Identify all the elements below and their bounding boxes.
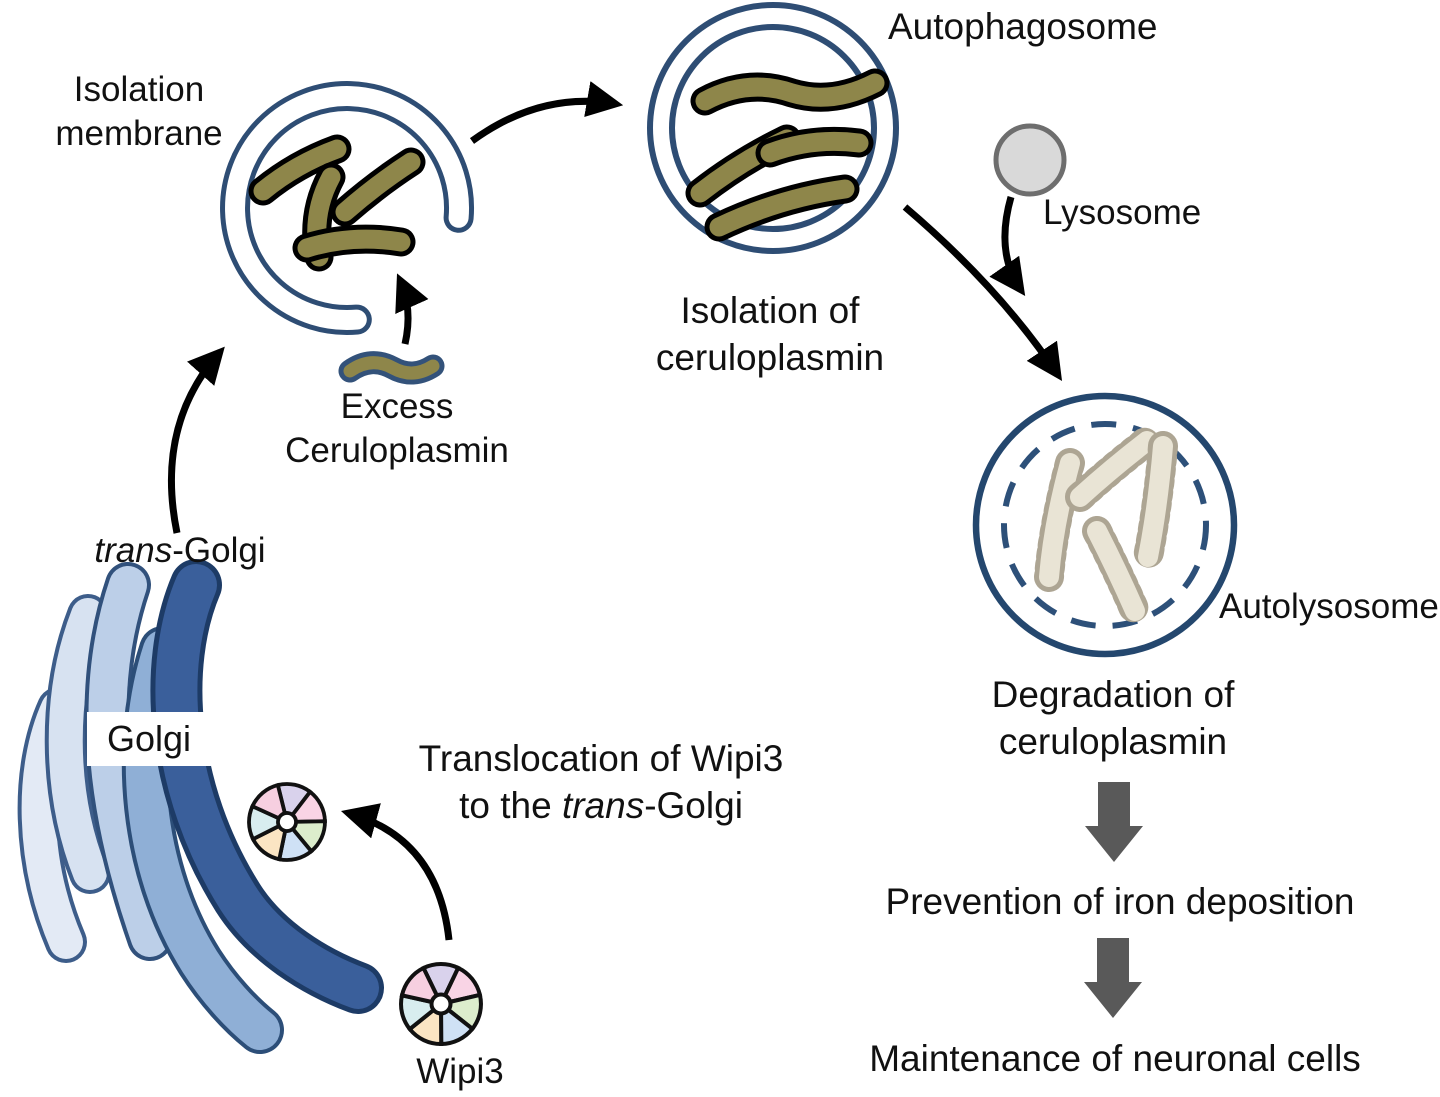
ceruloplasmin-rods-membrane (248, 134, 426, 272)
wipi3-protein-cytosol (399, 961, 483, 1047)
arrow-excess-ceruloplasmin-up (395, 273, 429, 345)
wipi3-protein-at-golgi (240, 775, 334, 869)
excess-ceruloplasmin-rod (338, 351, 445, 385)
trans-golgi-label: trans-Golgi (94, 531, 266, 570)
degradation-of-ceruloplasmin-label: Degradation of ceruloplasmin (991, 674, 1235, 762)
autolysosome-label: Autolysosome (1219, 587, 1439, 626)
autophagosome-label: Autophagosome (888, 6, 1158, 47)
golgi-label: Golgi (86, 712, 212, 766)
trans-golgi-cisterna (150, 559, 384, 1014)
arrow-autophagosome-to-autolysosome (902, 204, 1063, 382)
isolation-membrane-label: Isolation membrane (55, 70, 223, 154)
arrow-golgi-to-isolation-membrane (167, 346, 225, 534)
excess-ceruloplasmin-label: Excess Ceruloplasmin (285, 387, 509, 471)
arrow-wipi3-translocation (340, 803, 453, 941)
maintenance-of-neuronal-cells-label: Maintenance of neuronal cells (869, 1038, 1361, 1079)
translocation-label: Translocation of Wipi3 to the trans-Golg… (418, 738, 784, 826)
isolation-membrane-shape (220, 81, 475, 336)
degraded-ceruloplasmin-rods (1034, 426, 1178, 626)
arrow-lysosome-to-autolysosome (989, 196, 1026, 296)
block-arrow-down-2 (1084, 938, 1142, 1018)
isolation-of-ceruloplasmin-label: Isolation of ceruloplasmin (655, 290, 885, 378)
wipi3-label: Wipi3 (416, 1052, 504, 1091)
block-arrow-down-1 (1085, 782, 1143, 862)
arrow-membrane-to-autophagosome (469, 81, 624, 144)
golgi-cisterna (44, 594, 111, 894)
lysosome-label: Lysosome (1043, 193, 1202, 232)
prevention-of-iron-deposition-label: Prevention of iron deposition (885, 881, 1355, 922)
ceruloplasmin-rods-autophagosome (685, 68, 890, 242)
lysosome-shape (993, 123, 1067, 197)
